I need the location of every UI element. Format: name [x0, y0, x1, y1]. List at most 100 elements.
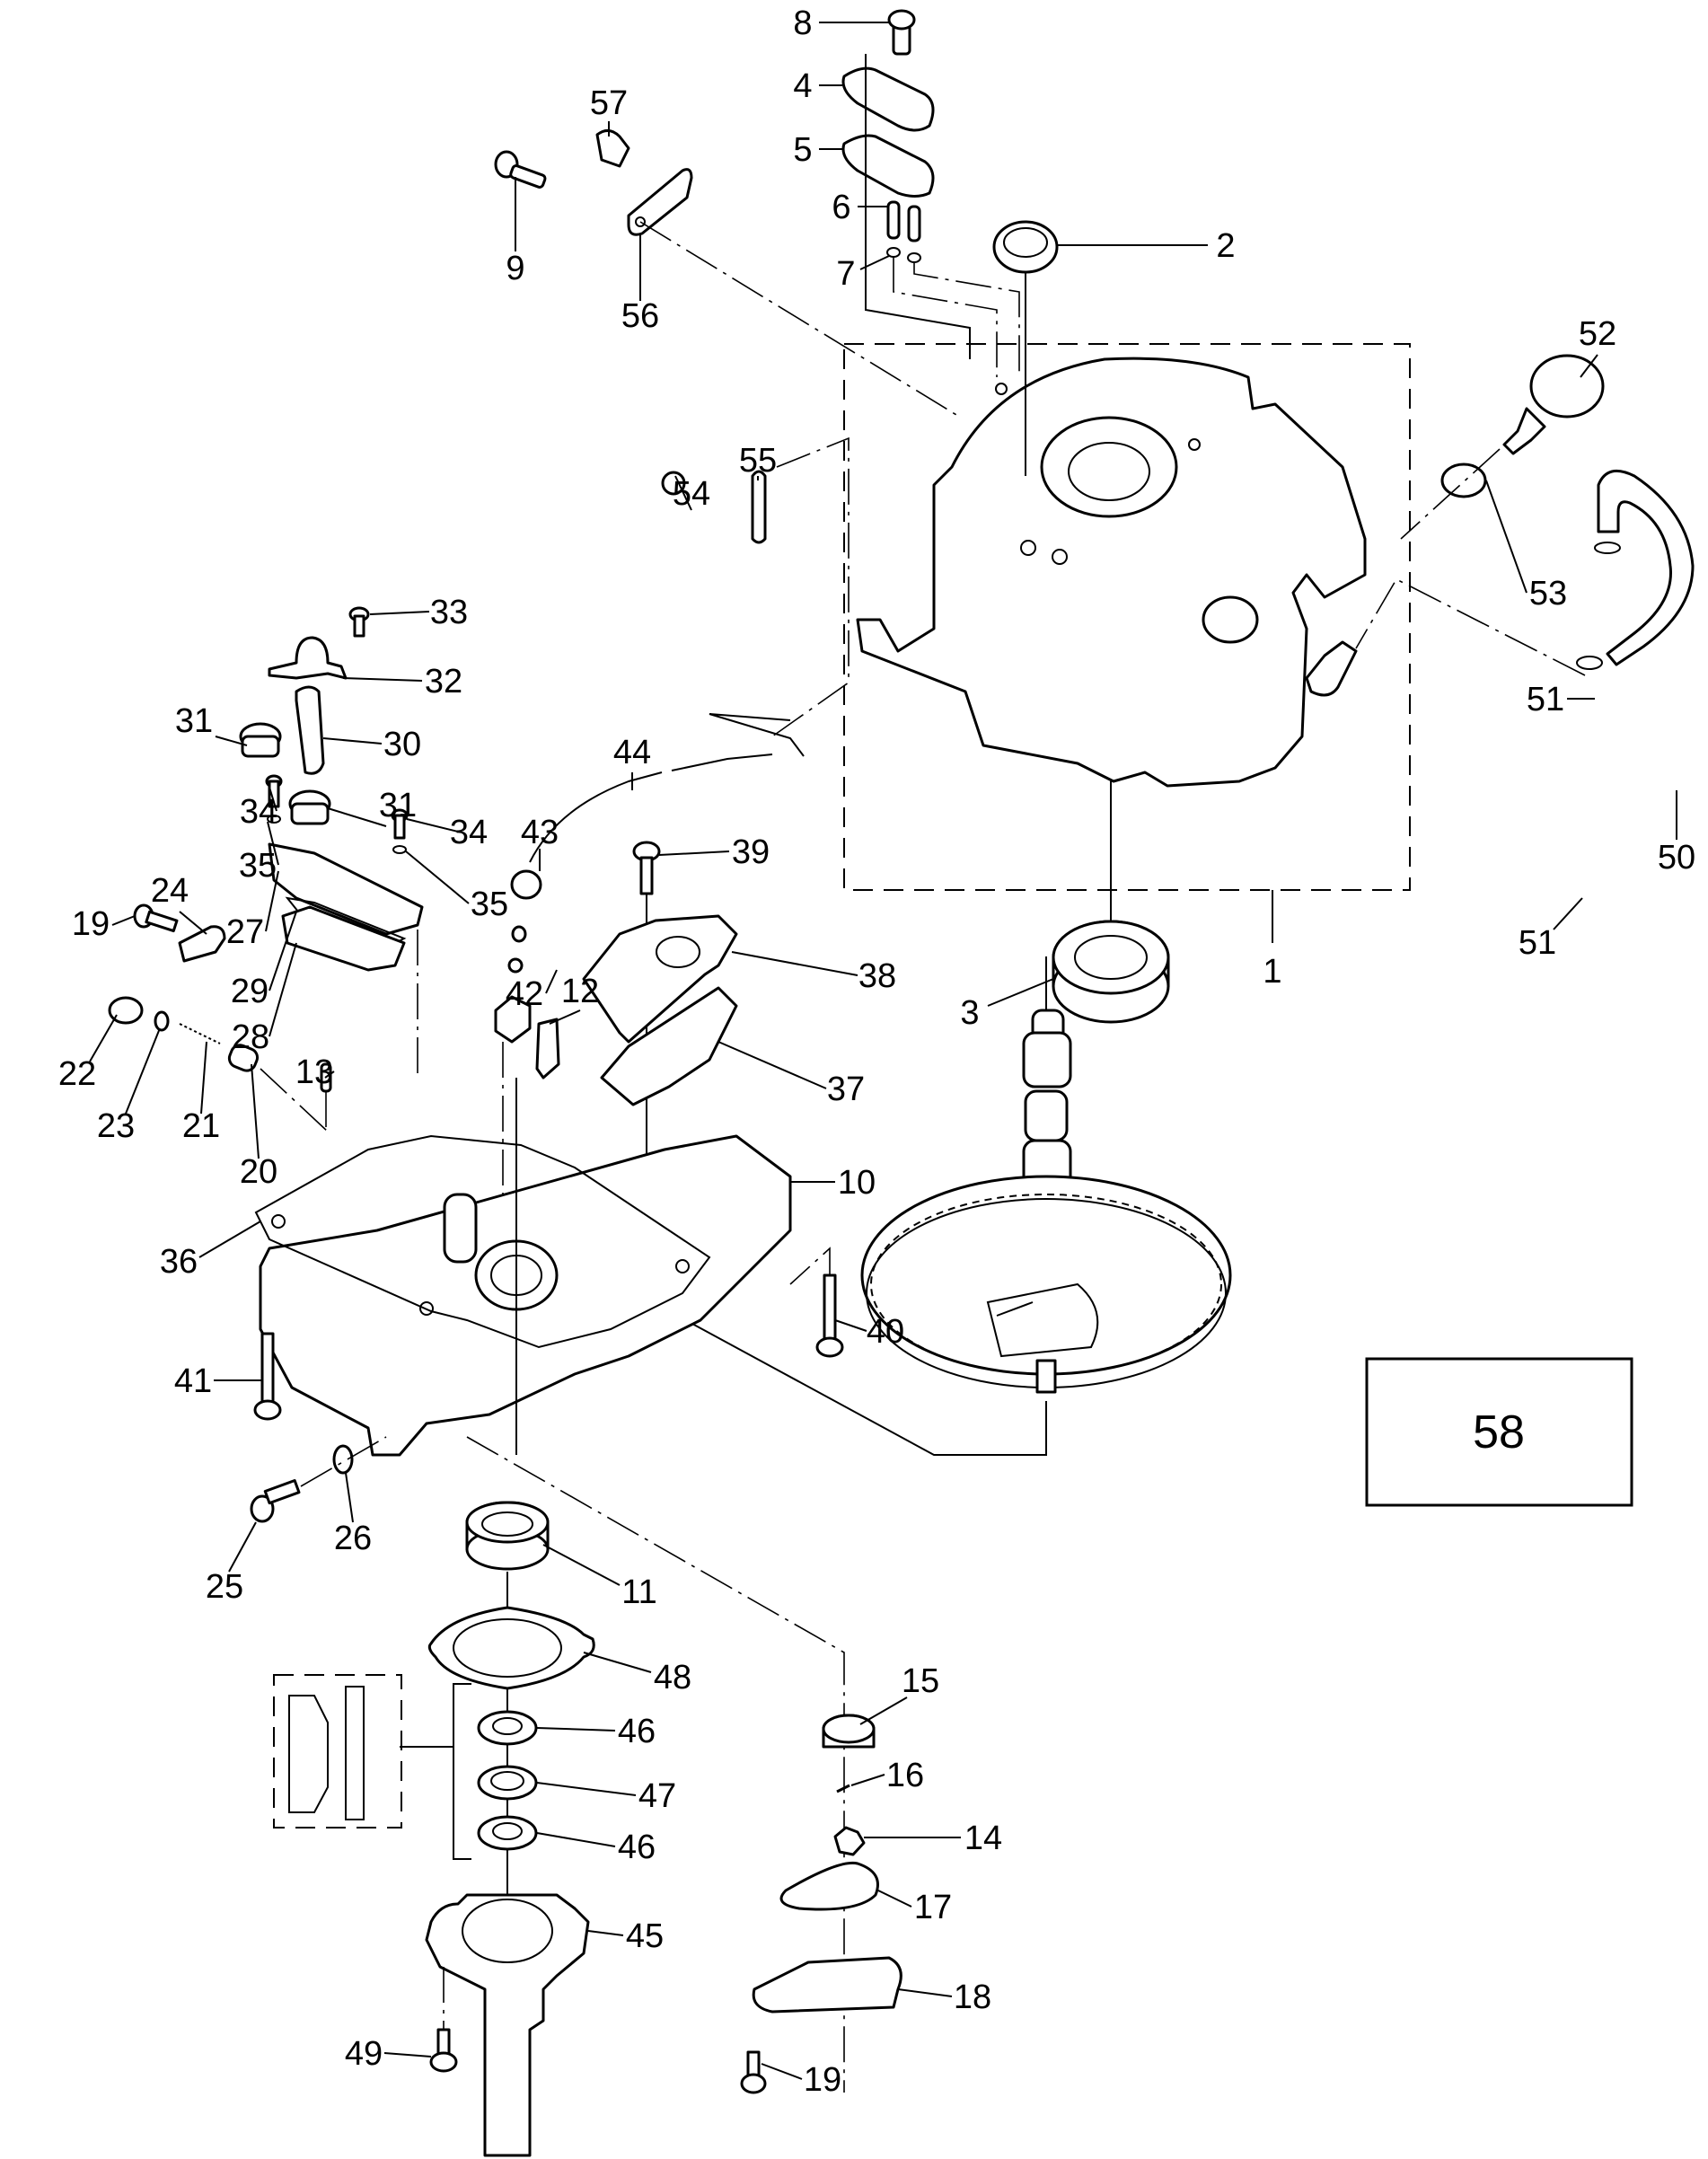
- callout-leader-c54: [674, 475, 692, 511]
- bearing-3-top: [1052, 920, 1170, 995]
- callout-label-c47: 47: [638, 1777, 676, 1815]
- axis-hose-50: [1355, 577, 1586, 676]
- washer-35a: [267, 815, 281, 824]
- callout-label-c5: 5: [793, 131, 812, 169]
- callout-leader-c37: [718, 1041, 827, 1089]
- callout-label-c15: 15: [902, 1662, 939, 1700]
- bracket-24: [178, 925, 226, 963]
- callout-leader-c34b: [406, 818, 459, 833]
- screw-34a-shank: [268, 780, 280, 808]
- ground-terminal-group: [661, 436, 850, 737]
- crankcase-port: [1202, 595, 1259, 644]
- axis-cap-52: [1400, 448, 1501, 540]
- callout-label-c45: 45: [626, 1917, 664, 1955]
- callout-label-c50: 50: [1658, 839, 1695, 877]
- o-ring-7b: [907, 252, 921, 263]
- dowel-pin-6a: [886, 200, 901, 240]
- callout-label-c36: 36: [160, 1243, 198, 1281]
- camshaft-lobe-1: [1022, 1031, 1072, 1088]
- callout-label-c14: 14: [964, 1820, 1002, 1857]
- lead-wire-44: [529, 753, 773, 863]
- switch-42a: [511, 925, 527, 943]
- callout-leader-c3: [987, 978, 1054, 1007]
- callout-label-c32: 32: [425, 663, 462, 701]
- bracket-46-47: [453, 1683, 471, 1860]
- clip-51b: [1576, 656, 1603, 670]
- crankcase-boss-1: [1020, 540, 1036, 556]
- bolt-19b-head: [740, 2073, 767, 2094]
- callout-leader-c22: [89, 1014, 118, 1062]
- callout-leader-c17: [877, 1890, 912, 1908]
- callout-leader-c45: [587, 1930, 624, 1936]
- callout-leader-c33: [369, 611, 430, 615]
- callout-label-c3: 3: [960, 994, 979, 1032]
- callout-label-c46b: 46: [618, 1829, 656, 1866]
- callout-leader-c36: [198, 1220, 261, 1258]
- bolt-41-head: [253, 1399, 282, 1421]
- camshaft-stub: [1035, 1359, 1057, 1394]
- oil-pan-tube: [443, 1193, 478, 1264]
- crankcase-boss-2: [1052, 549, 1068, 565]
- callout-label-c35a: 35: [239, 847, 277, 885]
- callout-label-c27: 27: [226, 913, 264, 951]
- callout-label-c56: 56: [621, 297, 659, 335]
- axis-oil-pump: [466, 1436, 845, 2093]
- screw-8-head: [887, 9, 916, 31]
- callout-leader-c48: [583, 1652, 652, 1673]
- axis-pin-6a: [893, 257, 998, 377]
- top-cover-stack: [841, 9, 1059, 476]
- gasket-5: [841, 134, 935, 198]
- axis-pin-6b: [913, 262, 1020, 377]
- callout-label-c25: 25: [206, 1568, 243, 1606]
- bearing-3-inner: [1074, 935, 1148, 980]
- callout-label-c16: 16: [886, 1757, 924, 1794]
- cap-43: [510, 869, 542, 900]
- bracket-32: [268, 636, 348, 680]
- dowel-pin-6b: [907, 205, 921, 242]
- callout-label-c48: 48: [654, 1659, 691, 1696]
- callout-label-c19a: 19: [72, 905, 110, 943]
- callout-label-c7: 7: [836, 255, 855, 293]
- switch-42b: [507, 957, 524, 974]
- washer-23: [154, 1010, 170, 1032]
- crankcase-assembly-group: [843, 343, 1411, 943]
- drain-bolt-25-head: [250, 1494, 275, 1523]
- callout-label-c41: 41: [174, 1362, 212, 1400]
- camshaft-group: [619, 781, 1232, 1456]
- crankcase-body: [856, 357, 1367, 788]
- axis-stack-8: [865, 54, 971, 359]
- axis-drain-bolt: [300, 1436, 387, 1487]
- valve-20: [227, 1044, 260, 1072]
- callout-label-c19b: 19: [804, 2061, 841, 2099]
- seal-orientation-inset: [273, 1674, 402, 1829]
- bolt-40-head: [815, 1336, 844, 1358]
- plate-38-hole: [656, 936, 700, 968]
- governor-shaft-group: [273, 1501, 595, 2157]
- callout-label-c4: 4: [793, 67, 812, 105]
- clip-51a: [1594, 542, 1621, 554]
- callout-label-c37: 37: [827, 1071, 865, 1108]
- callout-label-c31a: 31: [175, 702, 213, 740]
- callout-label-c52: 52: [1579, 315, 1616, 353]
- callout-label-c22: 22: [58, 1055, 96, 1093]
- bolt-41-shank: [260, 1332, 275, 1407]
- callout-leader-c52: [1580, 354, 1598, 378]
- screw-33-shank: [353, 614, 365, 638]
- callout-leader-c32: [342, 677, 423, 682]
- callout-leader-c15: [859, 1696, 908, 1725]
- pin-16: [836, 1784, 850, 1793]
- inset-shaft: [345, 1686, 365, 1820]
- callout-label-c34b: 34: [450, 814, 488, 851]
- breather-cover-27: [268, 842, 424, 936]
- washer-47: [477, 1765, 538, 1801]
- callout-leader-c31a: [215, 736, 248, 746]
- callout-leader-c46a: [536, 1727, 616, 1732]
- callout-label-c42: 42: [506, 975, 543, 1013]
- direction-arrows: [709, 713, 805, 757]
- callout-label-c31b: 31: [379, 787, 417, 824]
- callout-leader-c24: [179, 911, 207, 935]
- callout-leader-c42: [545, 969, 558, 994]
- callout-leader-c18: [897, 1988, 953, 1997]
- callout-label-c26: 26: [334, 1520, 372, 1557]
- o-ring-53: [1440, 463, 1487, 498]
